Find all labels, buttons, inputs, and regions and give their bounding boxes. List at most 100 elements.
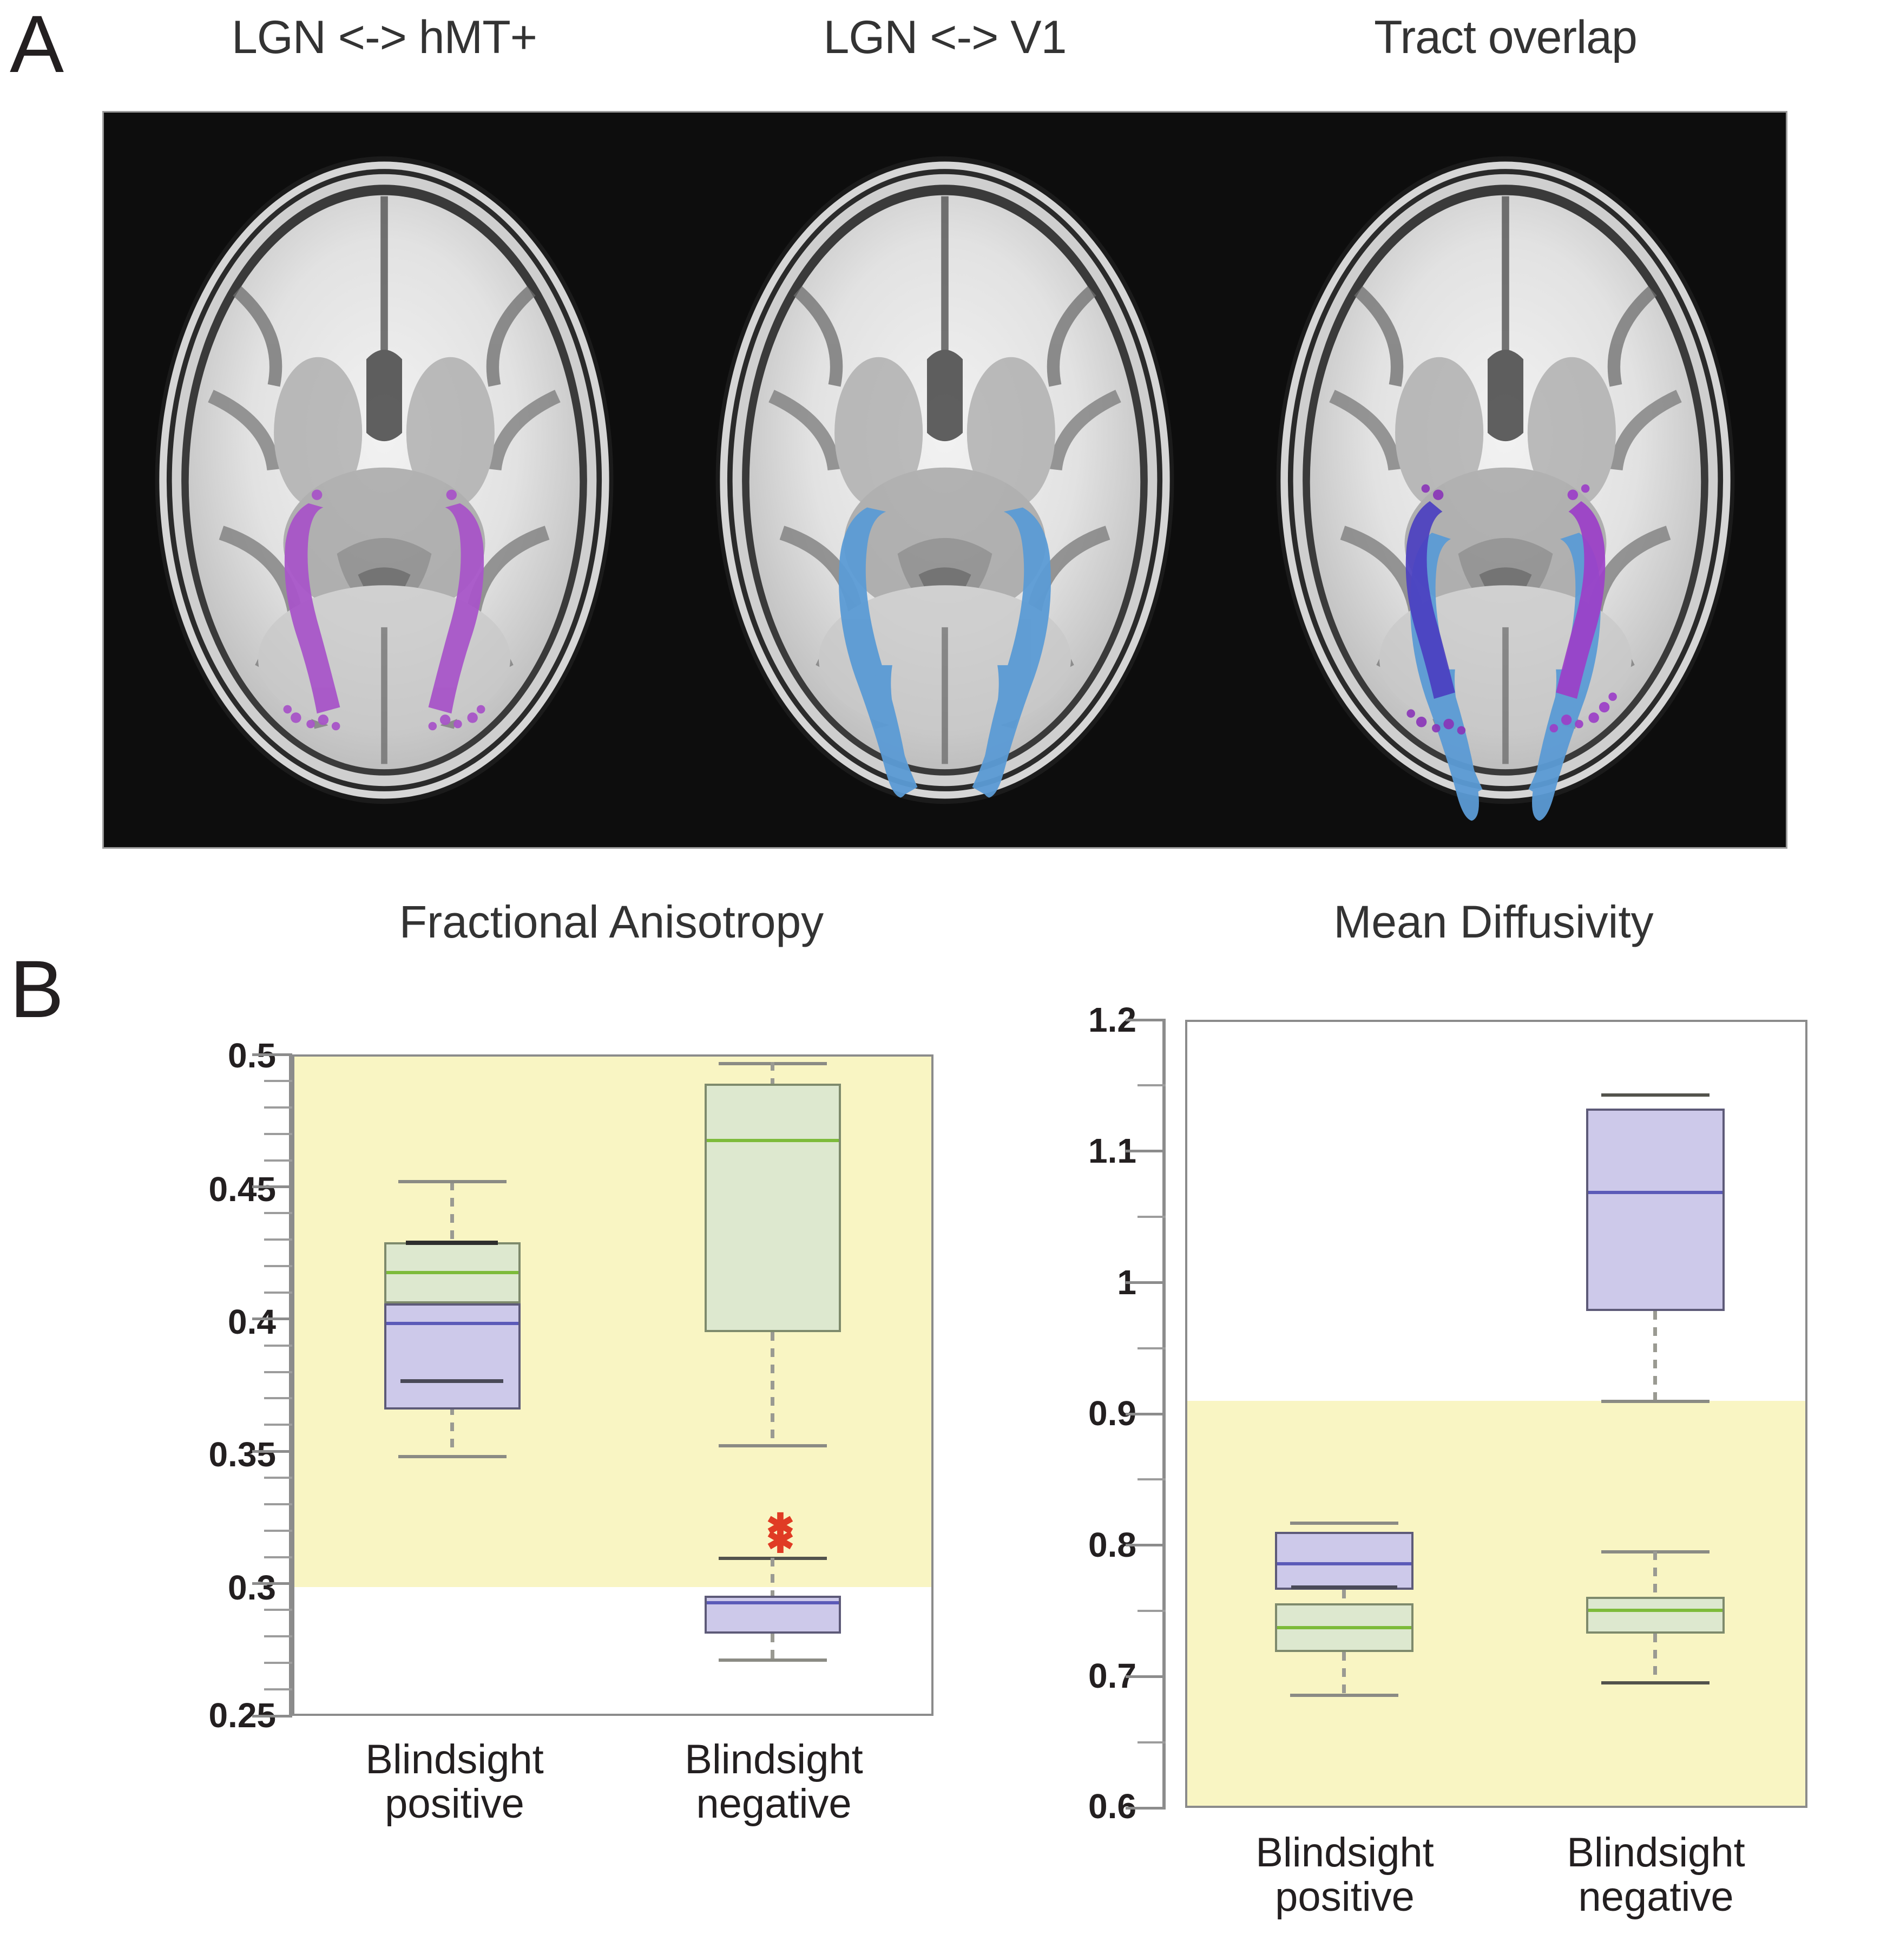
minor-tick-0.39 (264, 1344, 292, 1347)
minor-tick-0.31 (264, 1556, 292, 1558)
md-neg-box-purple (1586, 1109, 1725, 1311)
minor-tick-1.15 (1138, 1084, 1166, 1087)
minor-tick-0.41 (264, 1291, 292, 1294)
fa-pos-box-purple (384, 1303, 521, 1410)
brain-slice-hmt (104, 113, 665, 847)
brain-title-hmt: LGN <-> hMT+ (232, 11, 537, 63)
minor-tick-0.48 (264, 1106, 292, 1109)
md-pos-median-green (1277, 1626, 1411, 1629)
tract-overlap-magenta (1549, 484, 1617, 732)
md-pos-whisker-lower-green (1342, 1652, 1346, 1694)
md-pos-box-purple (1275, 1532, 1413, 1590)
brain-title-v1: LGN <-> V1 (823, 11, 1067, 63)
panel-a-title-row: LGN <-> hMT+ LGN <-> V1 Tract overlap (104, 11, 1786, 76)
md-neg-whisker-lower-purple (1653, 1311, 1657, 1401)
fa-ytick-0.4: 0.4 (228, 1302, 276, 1341)
fa-neg-box-green (705, 1084, 841, 1332)
minor-tick-0.33 (264, 1503, 292, 1505)
major-tick-0.25 (252, 1714, 292, 1718)
fa-pos-extra-marker (400, 1379, 503, 1383)
fa-y-axis-ticks (242, 1053, 292, 1718)
md-ytick-0.6: 0.6 (1088, 1787, 1136, 1826)
major-tick-0.7 (1126, 1675, 1166, 1678)
md-neg-box-green (1586, 1597, 1725, 1634)
tract-overlap-purple-speckles (1406, 484, 1466, 735)
tract-v1-blue (839, 507, 1051, 798)
major-tick-1.1 (1126, 1150, 1166, 1153)
minor-tick-0.46 (264, 1159, 292, 1162)
mri-image-strip (104, 113, 1786, 847)
fa-group-positive (292, 1054, 613, 1716)
brain-svg-hmt (155, 156, 614, 804)
minor-tick-0.28 (264, 1635, 292, 1638)
fa-pos-q3-marker-dark (406, 1241, 498, 1245)
fa-ytick-0.35: 0.35 (208, 1435, 276, 1474)
md-neg-whisker-lower-green (1653, 1634, 1657, 1682)
fa-ytick-0.45: 0.45 (208, 1170, 276, 1209)
fa-pos-median-green (386, 1271, 518, 1274)
brain-slice-overlap (1225, 113, 1786, 847)
brain-title-overlap: Tract overlap (1374, 11, 1638, 63)
fa-neg-median-purple (707, 1601, 839, 1604)
fa-neg-whisker-upper-purple (771, 1558, 774, 1596)
minor-tick-0.26 (264, 1688, 292, 1691)
major-tick-0.5 (252, 1053, 292, 1056)
major-tick-0.9 (1126, 1412, 1166, 1415)
minor-tick-0.95 (1138, 1347, 1166, 1349)
major-tick-0.4 (252, 1317, 292, 1321)
fa-pos-whisker-lower (450, 1374, 454, 1456)
minor-tick-0.36 (264, 1424, 292, 1426)
md-neg-median-purple (1588, 1191, 1722, 1194)
brain-svg-v1 (715, 156, 1174, 804)
md-category-positive-line2: positive (1275, 1874, 1415, 1920)
fa-neg-cap-lower-purple (719, 1659, 827, 1662)
minor-tick-0.38 (264, 1371, 292, 1373)
md-category-positive: Blindsight positive (1193, 1830, 1496, 1920)
minor-tick-0.42 (264, 1265, 292, 1268)
minor-tick-0.27 (264, 1662, 292, 1664)
fa-neg-whisker-upper-green (771, 1062, 774, 1084)
fa-neg-median-green (707, 1139, 839, 1142)
fa-pos-median-purple (386, 1322, 518, 1325)
minor-tick-0.32 (264, 1529, 292, 1532)
md-y-axis-ticks (1116, 1018, 1166, 1810)
fa-category-negative-line1: Blindsight (685, 1736, 863, 1782)
fa-ytick-0.3: 0.3 (228, 1568, 276, 1607)
major-tick-0.45 (252, 1185, 292, 1188)
major-tick-0.8 (1126, 1544, 1166, 1547)
minor-tick-0.47 (264, 1132, 292, 1135)
minor-tick-0.85 (1138, 1478, 1166, 1481)
fa-neg-whisker-lower-green (771, 1332, 774, 1446)
fa-category-negative: Blindsight negative (622, 1736, 925, 1827)
fa-category-positive: Blindsight positive (303, 1737, 606, 1826)
md-category-negative-line1: Blindsight (1567, 1830, 1745, 1876)
tract-hmt-purple (283, 489, 485, 730)
md-group-negative (1496, 1020, 1807, 1808)
fa-pos-cap-lower (398, 1455, 507, 1458)
minor-tick-0.37 (264, 1397, 292, 1400)
major-tick-0.3 (252, 1582, 292, 1585)
minor-tick-0.49 (264, 1079, 292, 1082)
minor-tick-0.75 (1138, 1610, 1166, 1612)
md-category-positive-line1: Blindsight (1255, 1830, 1434, 1876)
minor-tick-0.43 (264, 1238, 292, 1241)
fa-neg-outlier-2: ✱ (766, 1523, 794, 1560)
brain-svg-overlap (1276, 156, 1735, 821)
fa-category-negative-line2: negative (696, 1781, 852, 1827)
md-neg-cap-lower-green (1601, 1681, 1710, 1684)
minor-tick-0.29 (264, 1609, 292, 1611)
md-pos-median-purple (1277, 1562, 1411, 1565)
md-pos-cap-upper-purple (1290, 1522, 1398, 1525)
md-pos-purple-lower-marker (1291, 1585, 1397, 1589)
panel-a-letter: A (10, 0, 64, 89)
fa-neg-whisker-lower-purple (771, 1634, 774, 1660)
md-neg-cap-upper-purple (1601, 1093, 1710, 1097)
minor-tick-0.65 (1138, 1741, 1166, 1743)
fa-pos-whisker-upper (450, 1182, 454, 1240)
major-tick-1 (1126, 1281, 1166, 1284)
brain-slice-v1 (665, 113, 1225, 847)
minor-tick-0.44 (264, 1212, 292, 1215)
minor-tick-0.34 (264, 1477, 292, 1479)
major-tick-0.35 (252, 1450, 292, 1453)
md-category-negative: Blindsight negative (1504, 1830, 1807, 1919)
